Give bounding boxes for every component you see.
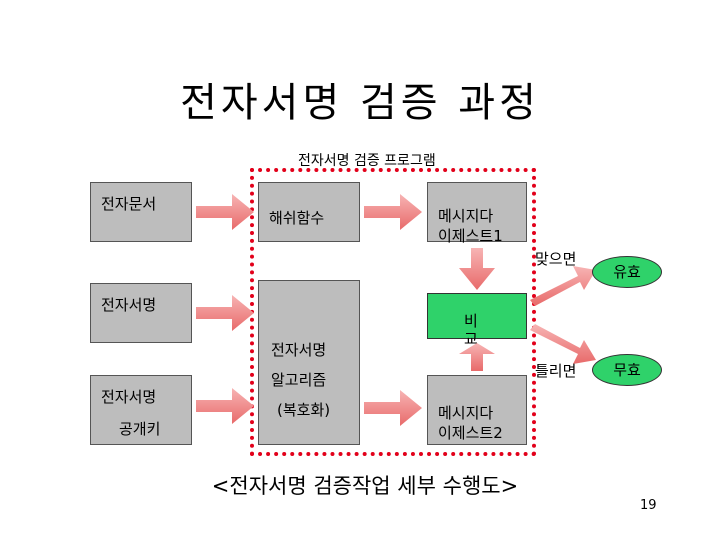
mismatch-label: 틀리면 bbox=[535, 362, 577, 380]
public-key-box: 전자서명 공개키 bbox=[90, 375, 192, 445]
algorithm-label-line1: 전자서명 bbox=[271, 341, 327, 359]
program-label: 전자서명 검증 프로그램 bbox=[298, 153, 436, 169]
signature-algorithm-box: 전자서명 알고리즘 (복호화) bbox=[258, 280, 360, 445]
slide-title: 전자서명 검증 과정 bbox=[180, 80, 540, 126]
arrow-compare-to-invalid bbox=[530, 324, 596, 364]
digital-signature-label: 전자서명 bbox=[101, 296, 157, 314]
digest1-label-line2: 이제스트1 bbox=[438, 227, 503, 245]
digest1-label-line1: 메시지다 bbox=[438, 207, 494, 225]
message-digest-1-box: 메시지다 이제스트1 bbox=[427, 182, 527, 245]
electronic-document-label: 전자문서 bbox=[101, 195, 157, 213]
page-number: 19 bbox=[640, 498, 657, 513]
invalid-oval: 무효 bbox=[592, 354, 662, 386]
hash-function-box: 해쉬함수 bbox=[258, 182, 360, 242]
algorithm-label-line2: 알고리즘 bbox=[271, 371, 327, 389]
arrow-digest2-to-compare bbox=[459, 343, 495, 371]
hash-function-label: 해쉬함수 bbox=[269, 209, 325, 227]
compare-box: 비 교 bbox=[427, 293, 527, 348]
arrow-pubkey-to-algorithm bbox=[196, 388, 254, 424]
compare-label-line1: 비 bbox=[464, 312, 478, 330]
public-key-label-line2: 공개키 bbox=[119, 420, 161, 438]
arrow-sig-to-algorithm bbox=[196, 295, 254, 331]
electronic-document-box: 전자문서 bbox=[90, 182, 192, 242]
arrow-hash-to-digest1 bbox=[364, 194, 422, 230]
arrow-digest1-to-compare bbox=[459, 248, 495, 290]
figure-caption: <전자서명 검증작업 세부 수행도> bbox=[211, 474, 519, 498]
algorithm-label-line3: (복호화) bbox=[277, 401, 331, 419]
invalid-label: 무효 bbox=[613, 361, 641, 379]
digest2-label-line1: 메시지다 bbox=[438, 404, 494, 422]
public-key-label-line1: 전자서명 bbox=[101, 388, 157, 406]
arrow-doc-to-hash bbox=[196, 194, 254, 230]
match-label: 맞으면 bbox=[535, 250, 577, 268]
digest2-label-line2: 이제스트2 bbox=[438, 424, 503, 442]
compare-label-line2: 교 bbox=[464, 330, 478, 348]
valid-oval: 유효 bbox=[592, 256, 662, 288]
message-digest-2-box: 메시지다 이제스트2 bbox=[427, 375, 527, 445]
valid-label: 유효 bbox=[613, 263, 641, 281]
digital-signature-box: 전자서명 bbox=[90, 283, 192, 343]
arrow-algorithm-to-digest2 bbox=[364, 390, 422, 426]
arrow-compare-to-valid bbox=[530, 266, 596, 306]
